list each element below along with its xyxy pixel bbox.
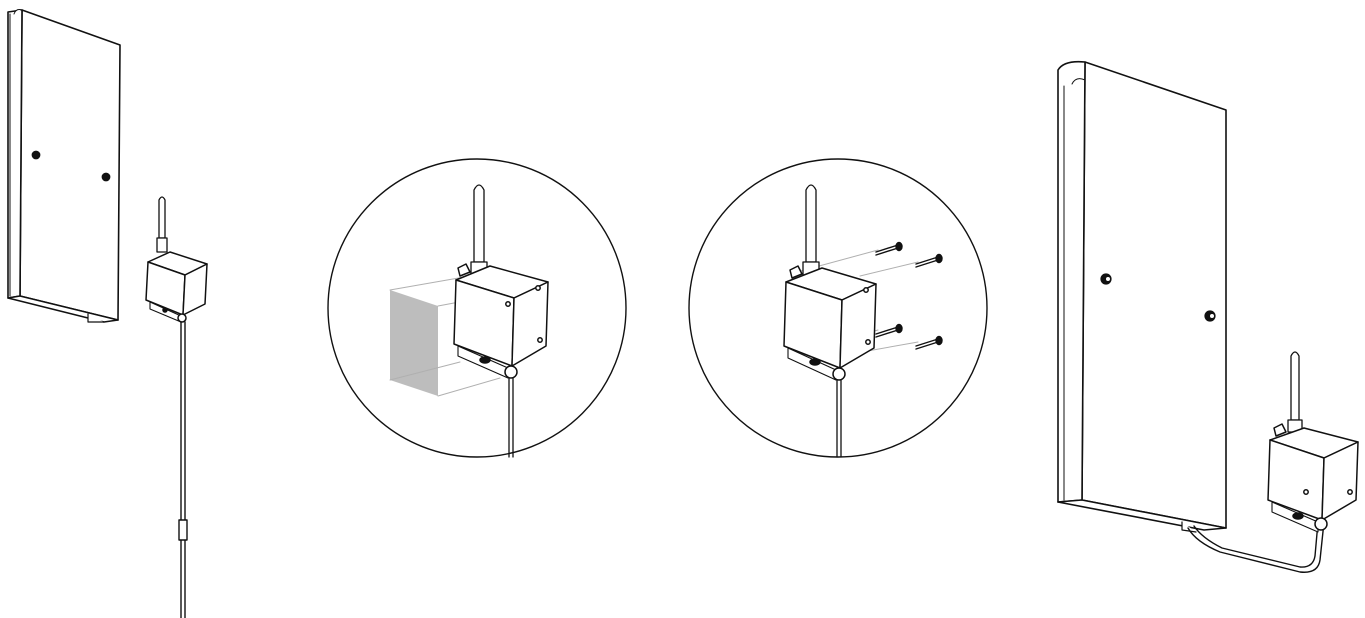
sensor-box-icon [453,263,549,379]
sensor-box-icon [145,251,208,323]
guide-lines-step-2 [389,275,501,397]
cable-icon [508,377,514,458]
antenna-icon [1287,351,1303,433]
step-2-group [327,158,627,458]
panel-icon [7,9,121,323]
panel-icon [1057,60,1227,533]
cable-icon [836,379,842,458]
adhesive-pad-icon [390,290,438,396]
antenna-icon [156,196,168,253]
step-1-group [7,9,208,618]
sensor-box-icon [1267,423,1359,533]
step-3-group [688,158,988,458]
antenna-icon [470,184,488,277]
cable-icon [178,321,188,618]
sensor-box-icon [783,265,877,381]
cable-icon [1187,521,1325,573]
step-4-group [1057,60,1359,573]
antenna-icon [802,184,820,277]
